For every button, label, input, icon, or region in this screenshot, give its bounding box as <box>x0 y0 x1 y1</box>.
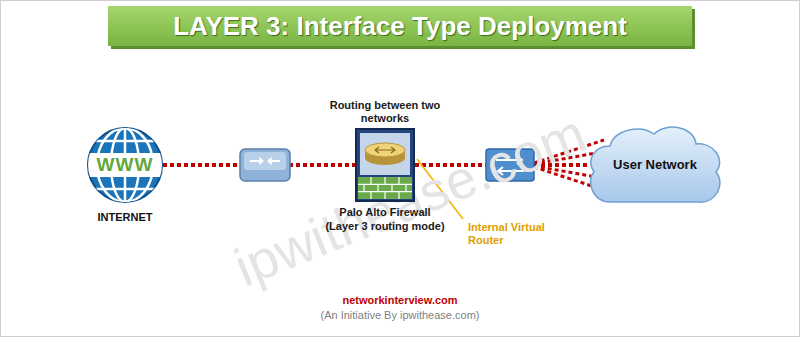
node-text: WWW <box>97 153 154 177</box>
firewall-box-outline <box>356 129 414 201</box>
internet-globe-outline <box>87 188 163 191</box>
node-text: User Network <box>613 157 697 173</box>
callout-text: Internal Virtual Router <box>468 221 560 247</box>
node-text: Palo Alto Firewall <box>285 206 485 220</box>
footer-site: networkinterview.com <box>0 294 800 307</box>
node-text: INTERNET <box>55 211 195 225</box>
node-text: (Layer 3 routing mode) <box>285 220 485 234</box>
firewall-box-outline <box>355 128 415 202</box>
firewall-box-outline <box>358 177 412 199</box>
label-box: networkinterview.com <box>0 294 800 307</box>
text-holder: Palo Alto Firewall(Layer 3 routing mode) <box>285 206 485 234</box>
firewall-box-outline <box>358 177 412 199</box>
network-cloud: User Network <box>588 124 722 206</box>
title-banner: LAYER 3: Interface Type Deployment <box>108 6 692 46</box>
label-box: Internal Virtual Router <box>468 221 560 247</box>
network-cloud-outline <box>591 127 720 202</box>
text-holder: User Network <box>588 124 722 206</box>
label-box: Routing between two networks <box>320 99 450 125</box>
firewall-box-outline <box>365 143 405 157</box>
internet-globe-outline <box>97 128 153 202</box>
router-icon <box>240 149 290 181</box>
firewall-box-outline <box>375 147 395 153</box>
router-icon <box>250 158 280 164</box>
router-icon <box>244 152 286 170</box>
internet-globe-outline <box>88 128 162 202</box>
router-icon <box>240 149 290 181</box>
firewall-box: Palo Alto Firewall(Layer 3 routing mode) <box>355 128 415 202</box>
internet-globe-outline <box>87 127 163 203</box>
label-box: (An Initiative By ipwithease.com) <box>0 309 800 322</box>
internet-globe: WWWINTERNET <box>87 127 163 203</box>
firewall-box-outline <box>360 133 410 175</box>
footer-note: (An Initiative By ipwithease.com) <box>0 309 800 322</box>
text-holder: WWW <box>87 127 163 203</box>
internet-globe-outline <box>87 153 163 177</box>
callout-text: Routing between two networks <box>320 99 450 125</box>
internet-globe-outline <box>87 140 163 143</box>
text-holder: INTERNET <box>55 211 195 225</box>
